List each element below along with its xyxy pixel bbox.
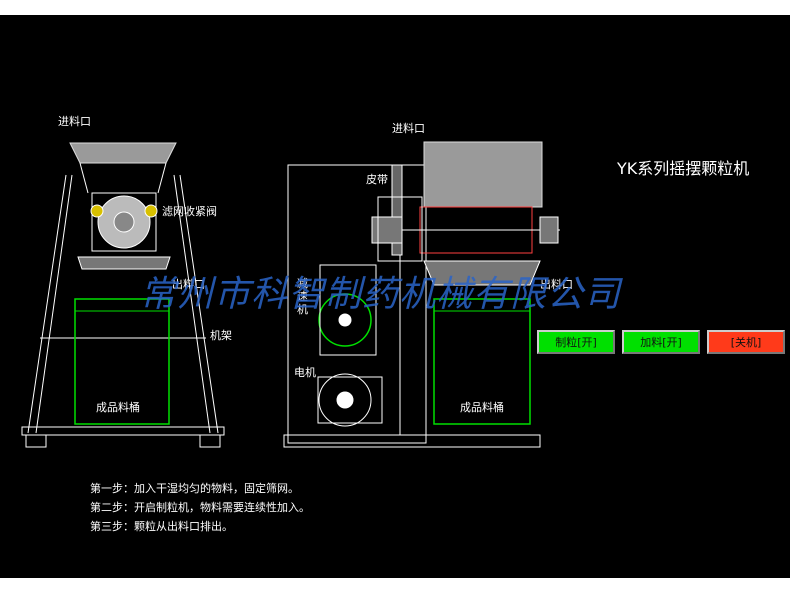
left-inlet-label: 进料口 <box>58 115 91 128</box>
step-3-text: 第三步：颗粒从出料口排出。 <box>90 520 233 533</box>
machine-drawing <box>21 141 560 448</box>
left-hopper <box>69 142 177 164</box>
right-inlet-label: 进料口 <box>392 122 425 135</box>
right-belt-label: 皮带 <box>366 173 388 186</box>
company-watermark: 常州市科智制药机械有限公司 <box>140 274 622 315</box>
left-frame-leg-right <box>179 174 219 434</box>
right-belt <box>391 164 403 256</box>
left-frame-leg-left <box>27 174 67 434</box>
feed-on-button[interactable]: 加料[开] <box>622 330 700 354</box>
right-bucket <box>433 298 531 425</box>
step-1-text: 第一步：加入干湿均匀的物料，固定筛网。 <box>90 482 299 495</box>
right-hopper <box>423 141 543 208</box>
left-knob-right <box>144 204 158 218</box>
shutdown-button[interactable]: [关机] <box>707 330 785 354</box>
left-bucket <box>74 298 170 425</box>
diagram-canvas: YK系列摇摆颗粒机 进料口 滤网收紧阀 出料口 机架 成品料桶 进料口 皮带 减… <box>0 15 790 578</box>
right-motor <box>318 373 372 427</box>
left-outlet-label: 出料口 <box>172 278 205 291</box>
right-reducer <box>318 293 372 347</box>
right-motor-label: 电机 <box>294 366 316 379</box>
left-view-machine <box>21 142 225 448</box>
right-reducer-label: 减速机 <box>297 277 308 316</box>
left-bucket-label: 成品料桶 <box>96 401 140 414</box>
granulate-on-button[interactable]: 制粒[开] <box>537 330 615 354</box>
right-view-machine <box>283 141 560 448</box>
step-2-text: 第二步：开启制粒机，物料需要连续性加入。 <box>90 501 310 514</box>
right-outlet-label: 出料口 <box>540 278 573 291</box>
diagram-title: YK系列摇摆颗粒机 <box>617 159 750 178</box>
left-clamp-valve-label: 滤网收紧阀 <box>162 205 217 218</box>
right-bucket-label: 成品料桶 <box>460 401 504 414</box>
right-frame <box>287 164 427 444</box>
left-knob-left <box>90 204 104 218</box>
left-frame-label: 机架 <box>210 329 232 342</box>
